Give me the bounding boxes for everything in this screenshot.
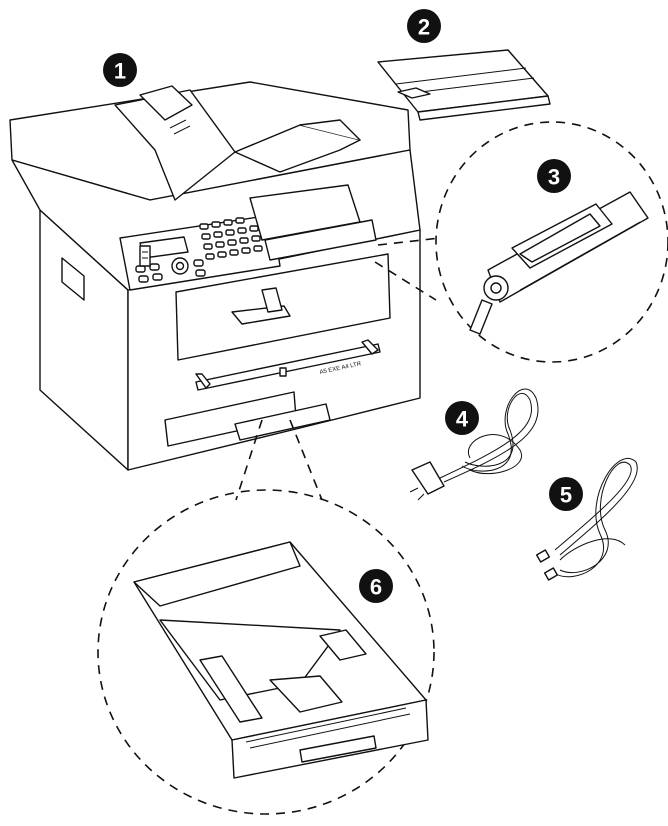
top-output-tray-edge <box>299 119 361 141</box>
power-plug <box>411 461 445 495</box>
callout-badge-5: 5 <box>549 477 583 511</box>
tray-leader-left <box>235 419 263 501</box>
control-panel-buttons-mid <box>193 259 206 277</box>
printer-illustration: A5 EXE A4 LTR <box>9 81 421 471</box>
toner-leader-lower <box>374 261 437 301</box>
paper-stop-arm <box>261 287 283 313</box>
feed-marker <box>279 367 287 377</box>
navigation-ring-icon <box>171 257 189 275</box>
svg-text:2: 2 <box>418 15 430 40</box>
toner-handle <box>469 299 493 335</box>
document-feeder-guide <box>139 85 193 121</box>
tray-front-ridges <box>245 707 411 749</box>
tray-side-guide <box>199 655 263 723</box>
callout-badge-1: 1 <box>103 53 137 87</box>
svg-text:6: 6 <box>370 575 382 600</box>
paper-tray-detail-circle <box>97 489 435 815</box>
tray-leader-right <box>289 419 323 501</box>
front-opening <box>264 219 377 261</box>
scanner-base <box>11 149 421 291</box>
tray-hinge <box>397 87 431 99</box>
svg-text:4: 4 <box>456 407 469 432</box>
toner-detail-circle <box>435 121 668 363</box>
usb-port-icon <box>139 245 151 267</box>
callout-badge-4: 4 <box>445 401 479 435</box>
toner-window <box>519 213 601 263</box>
manual-feed-slot <box>195 343 381 391</box>
paper-tray-callout-group <box>97 419 435 815</box>
paper-tray-illustration <box>133 541 429 779</box>
toner-cartridge-illustration <box>469 191 649 335</box>
rj11-plug-top <box>535 549 551 563</box>
paper-tray-handle <box>234 403 331 441</box>
manual-feed-guide-left <box>195 373 211 389</box>
callout-badge-6: 6 <box>359 569 393 603</box>
tray-front-handle <box>299 735 377 763</box>
manual-feed-guide-right <box>361 339 379 355</box>
toner-callout-group <box>374 121 668 363</box>
feeder-slot-marks <box>169 119 191 135</box>
toner-roller-hub <box>490 282 502 294</box>
tray-ribs <box>395 67 535 95</box>
callout-badge-2: 2 <box>407 9 441 43</box>
side-handle-recess <box>61 257 85 301</box>
control-panel <box>119 214 281 291</box>
telephone-cable-illustration <box>535 458 638 581</box>
rj11-plug-bottom <box>543 567 559 581</box>
tray-guide-tab <box>319 629 367 661</box>
toner-leader-upper <box>377 237 441 246</box>
callout-badge-3: 3 <box>537 159 571 193</box>
power-cable-illustration <box>409 388 539 501</box>
tray-front-panel <box>231 699 429 779</box>
document-output-tray-illustration <box>377 49 551 121</box>
svg-text:1: 1 <box>114 59 126 84</box>
numeric-keypad <box>199 217 263 260</box>
power-plug-pins <box>409 487 425 501</box>
tray-front-edge <box>417 95 551 121</box>
tray-back-wall <box>133 541 301 607</box>
svg-text:3: 3 <box>548 165 560 190</box>
top-output-tray <box>234 124 361 173</box>
tray-rear-guide <box>269 675 343 713</box>
toner-edge-line <box>519 221 641 291</box>
svg-text:5: 5 <box>560 483 572 508</box>
